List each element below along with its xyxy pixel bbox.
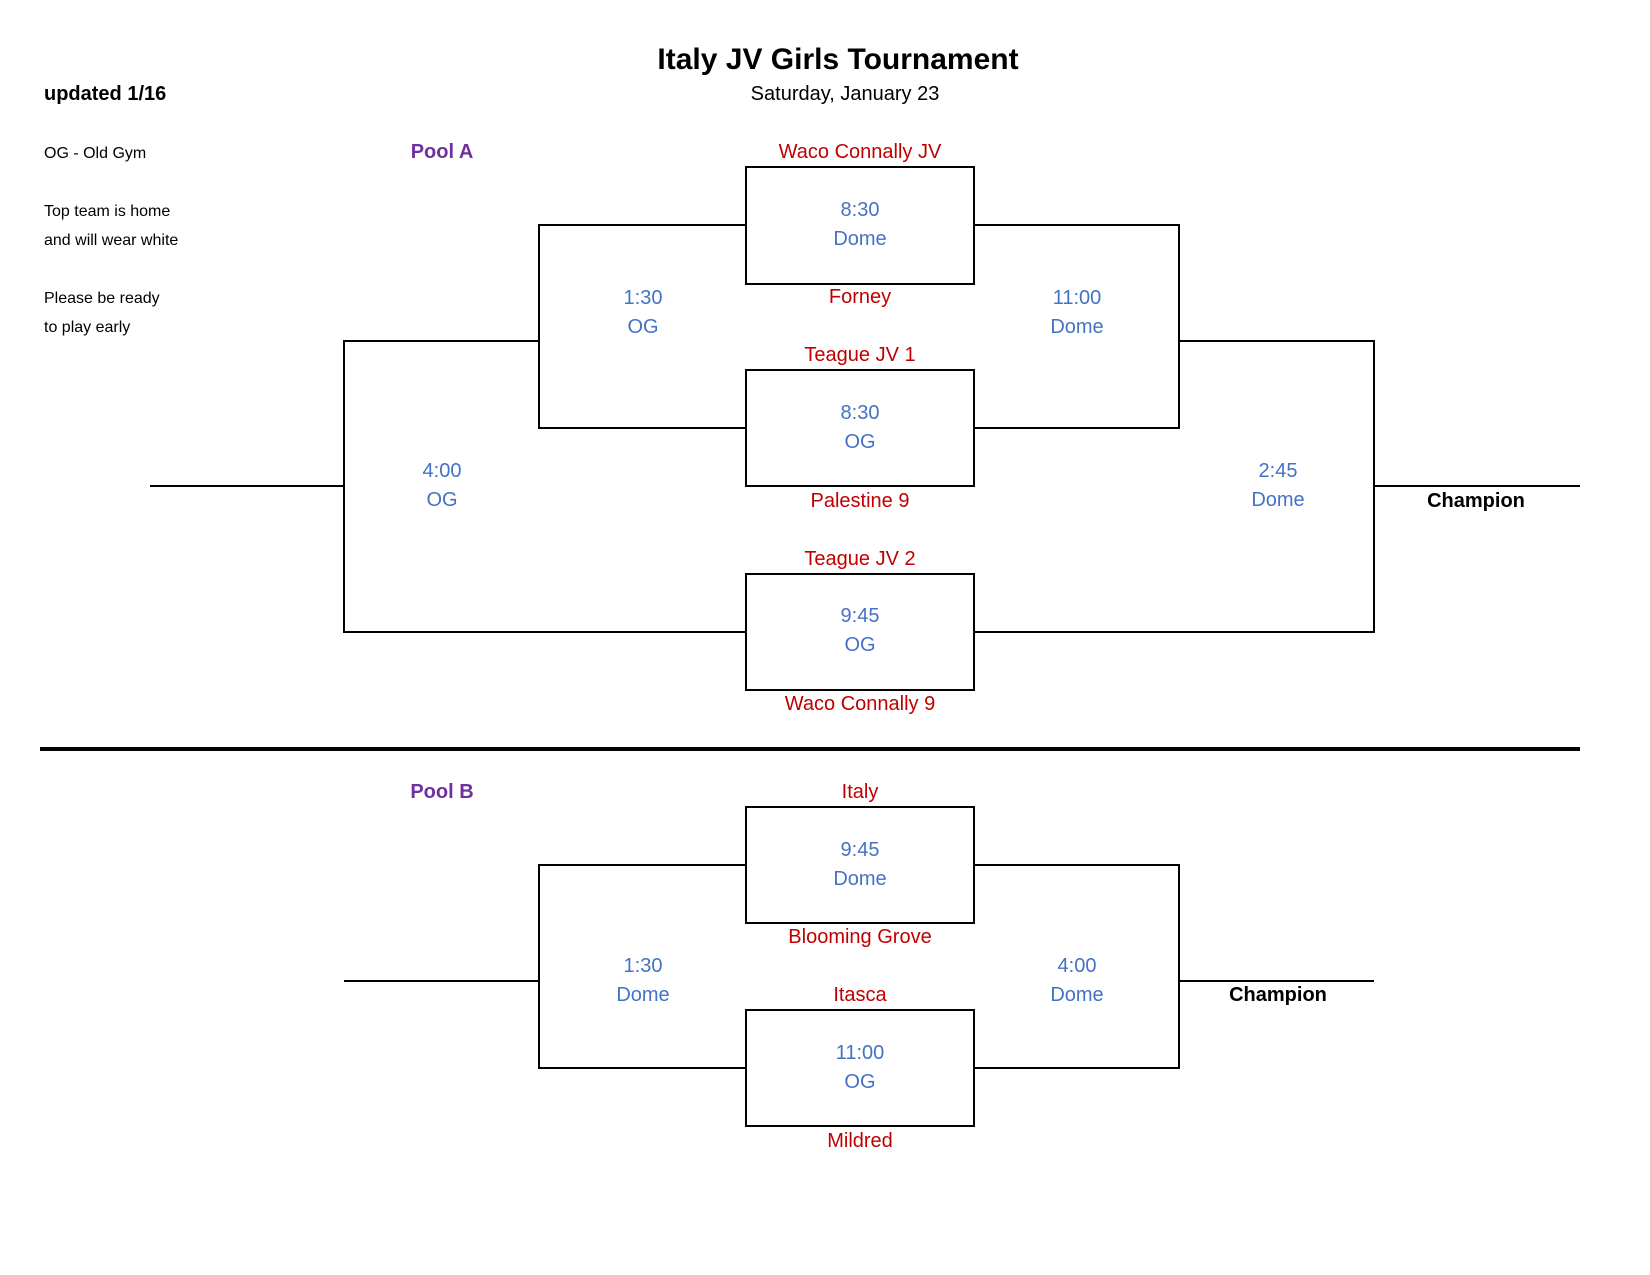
pool-a-game-2: 8:30 OG bbox=[841, 399, 880, 457]
pool-a-team-6: Waco Connally 9 bbox=[784, 693, 936, 715]
note-ready-line-1: Please be ready bbox=[44, 290, 160, 307]
pool-a-team-4: Palestine 9 bbox=[810, 490, 910, 512]
game-venue: OG bbox=[844, 634, 876, 656]
updated-date: updated 1/16 bbox=[44, 83, 167, 105]
page-subtitle: Saturday, January 23 bbox=[750, 83, 940, 105]
game-venue: Dome bbox=[833, 868, 887, 890]
pool-a-right-outer-bracket bbox=[974, 340, 1375, 633]
pool-b-label: Pool B bbox=[410, 781, 474, 803]
pool-b-game-4: 4:00 Dome bbox=[1050, 952, 1103, 1010]
game-venue: Dome bbox=[616, 984, 670, 1006]
pool-a-left-outer-bracket bbox=[343, 340, 746, 633]
game-venue: Dome bbox=[833, 228, 887, 250]
game-time: 4:00 bbox=[422, 460, 462, 482]
game-time: 8:30 bbox=[840, 402, 880, 424]
game-venue: Dome bbox=[1050, 984, 1104, 1006]
pool-a-left-inner-bracket bbox=[538, 224, 746, 429]
game-venue: OG bbox=[426, 489, 458, 511]
pool-a-team-2: Forney bbox=[828, 286, 892, 308]
game-venue: OG bbox=[844, 1071, 876, 1093]
game-time: 4:00 bbox=[1057, 955, 1097, 977]
game-time: 9:45 bbox=[840, 605, 880, 627]
pool-a-label: Pool A bbox=[410, 141, 474, 163]
game-venue: Dome bbox=[1050, 316, 1104, 338]
page-title: Italy JV Girls Tournament bbox=[657, 43, 1019, 76]
pool-b-champion-label: Champion bbox=[1229, 984, 1327, 1006]
pool-a-game-3: 9:45 OG bbox=[841, 602, 880, 660]
game-venue: OG bbox=[844, 431, 876, 453]
pool-a-team-3: Teague JV 1 bbox=[804, 344, 916, 366]
note-og-legend: OG - Old Gym bbox=[44, 145, 147, 162]
note-home-line-1: Top team is home bbox=[44, 203, 171, 220]
pool-b-game-3: 1:30 Dome bbox=[616, 952, 669, 1010]
pool-a-game-1: 8:30 Dome bbox=[833, 196, 886, 254]
game-time: 11:00 bbox=[1052, 287, 1102, 309]
pool-b-team-2: Blooming Grove bbox=[788, 926, 932, 948]
pool-b-right-bracket bbox=[974, 864, 1180, 1069]
pool-b-team-1: Italy bbox=[841, 781, 879, 803]
pool-a-game-7: 2:45 Dome bbox=[1251, 457, 1304, 515]
pool-b-left-bracket bbox=[538, 864, 746, 1069]
game-time: 9:45 bbox=[840, 839, 880, 861]
game-time: 1:30 bbox=[623, 955, 663, 977]
pool-b-game-2: 11:00 OG bbox=[836, 1039, 885, 1097]
pool-a-team-5: Teague JV 2 bbox=[804, 548, 916, 570]
pool-a-champion-label: Champion bbox=[1427, 490, 1525, 512]
pool-a-game-5: 11:00 Dome bbox=[1050, 284, 1103, 342]
game-time: 11:00 bbox=[835, 1042, 885, 1064]
pool-b-team-3: Itasca bbox=[833, 984, 887, 1006]
note-ready-line-2: to play early bbox=[44, 319, 131, 336]
pool-a-team-1: Waco Connally JV bbox=[778, 141, 942, 163]
game-time: 8:30 bbox=[840, 199, 880, 221]
pool-b-team-4: Mildred bbox=[827, 1130, 893, 1152]
note-home-line-2: and will wear white bbox=[44, 232, 179, 249]
game-venue: Dome bbox=[1251, 489, 1305, 511]
game-time: 2:45 bbox=[1258, 460, 1298, 482]
game-venue: OG bbox=[627, 316, 659, 338]
game-time: 1:30 bbox=[623, 287, 663, 309]
pool-b-game-1: 9:45 Dome bbox=[833, 836, 886, 894]
pool-a-game-4: 1:30 OG bbox=[624, 284, 663, 342]
pool-a-right-inner-bracket bbox=[974, 224, 1180, 429]
pool-a-game-6: 4:00 OG bbox=[423, 457, 462, 515]
